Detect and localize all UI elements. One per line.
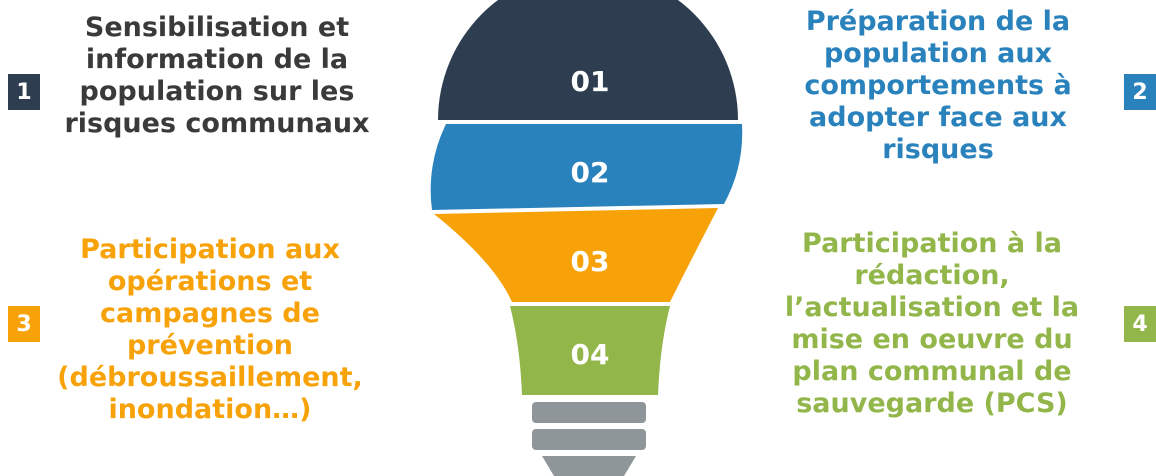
item-1-text: Sensibilisation et information de la pop… — [52, 12, 382, 140]
item-1-line: risques communaux — [64, 108, 370, 139]
item-2-line: population aux — [823, 38, 1053, 69]
item-2-text: Préparation de la population aux comport… — [768, 6, 1108, 166]
item-2-line: Préparation de la — [805, 6, 1071, 37]
item-4-line: sauvegarde (PCS) — [796, 388, 1068, 419]
bulb-base-stripe-1 — [532, 402, 646, 423]
item-4-line: rédaction, — [854, 260, 1010, 291]
bulb-base-stripe-2 — [532, 429, 646, 450]
item-4-text: Participation à la rédaction, l’actualis… — [762, 228, 1102, 420]
item-2-line: adopter face aux — [809, 102, 1067, 133]
item-1-line: information de la — [85, 44, 349, 75]
bulb-number-03: 03 — [571, 245, 610, 278]
item-4-line: l’actualisation et la — [784, 292, 1080, 323]
badge-2: 2 — [1124, 74, 1156, 110]
item-3-line: Participation aux — [80, 234, 340, 265]
badge-4: 4 — [1124, 306, 1156, 342]
bulb-segment-1 — [438, 0, 738, 120]
item-3-line: (débroussaillement, — [57, 362, 363, 393]
bulb-number-02: 02 — [571, 156, 610, 189]
item-3-line: inondation…) — [108, 394, 312, 425]
bulb-base-tip — [542, 456, 636, 476]
item-1-line: population sur les — [79, 76, 355, 107]
item-2-line: comportements à — [804, 70, 1072, 101]
item-3-line: opérations et — [107, 266, 313, 297]
bulb-number-01: 01 — [571, 65, 610, 98]
item-4-line: mise en oeuvre du — [791, 324, 1073, 355]
item-4-line: Participation à la — [802, 228, 1062, 259]
item-4-line: plan communal de — [792, 356, 1072, 387]
badge-1: 1 — [8, 74, 40, 110]
bulb-segment-4 — [510, 306, 670, 395]
item-3-line: campagnes de — [100, 298, 320, 329]
bulb-segment-2 — [430, 124, 743, 210]
item-1-line: Sensibilisation et — [84, 12, 350, 43]
item-3-text: Participation aux opérations et campagne… — [30, 234, 390, 426]
item-3-line: prévention — [126, 330, 294, 361]
bulb-segment-3 — [434, 208, 718, 302]
bulb-number-04: 04 — [571, 338, 610, 371]
item-2-line: risques — [882, 134, 994, 165]
badge-3: 3 — [8, 306, 40, 342]
